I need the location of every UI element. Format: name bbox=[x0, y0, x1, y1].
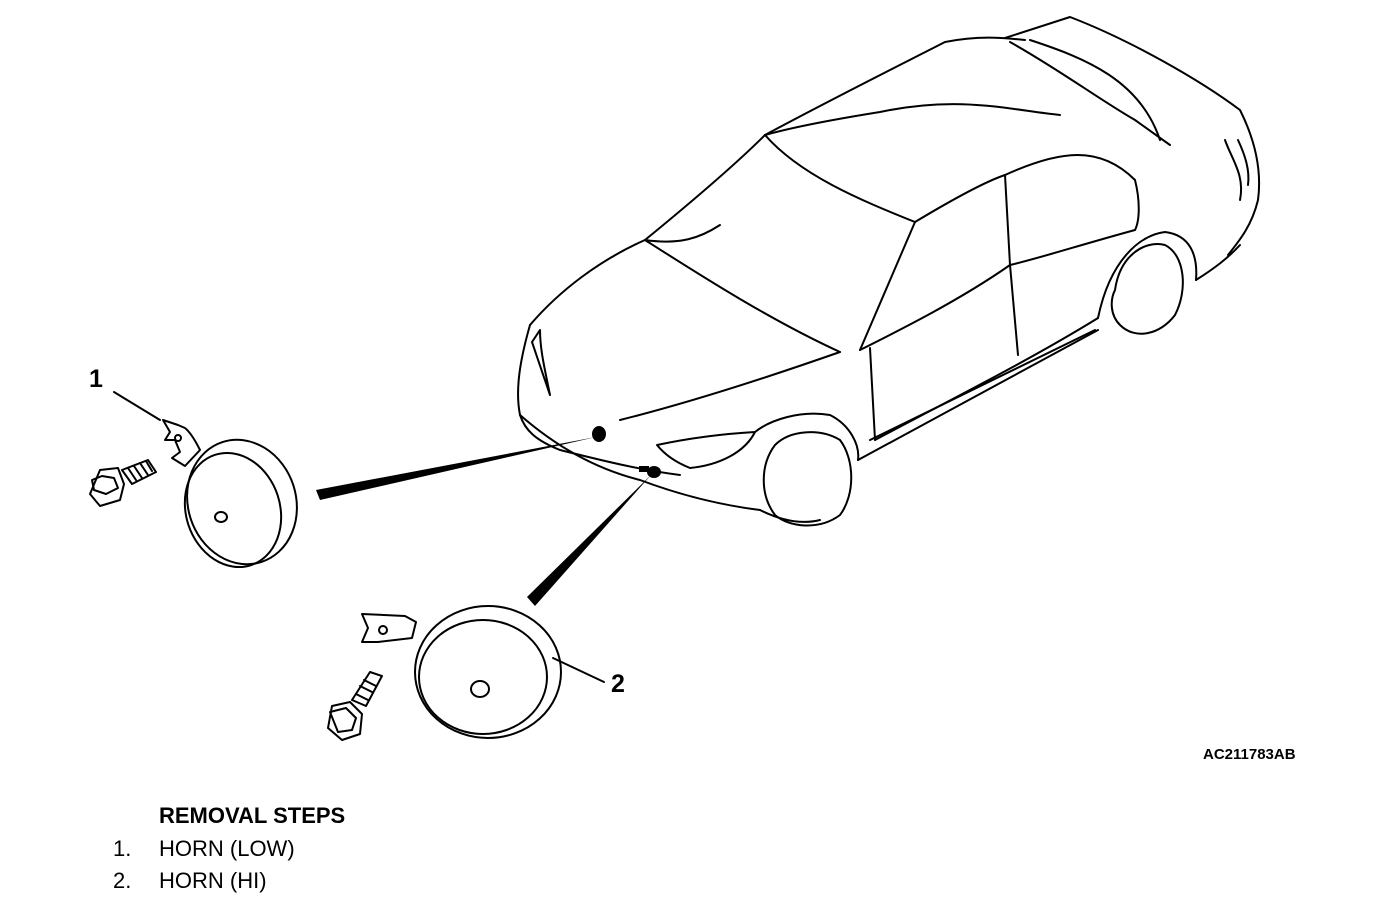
removal-steps-heading: REMOVAL STEPS bbox=[159, 803, 346, 828]
removal-step-1: 1. HORN (LOW) bbox=[113, 836, 295, 862]
car-outline bbox=[517, 16, 1261, 527]
removal-step-2: 2. HORN (HI) bbox=[113, 868, 267, 894]
leader-wedges bbox=[316, 437, 651, 606]
callout-number-1: 1 bbox=[89, 365, 103, 393]
step-label: HORN (HI) bbox=[159, 868, 267, 893]
callout-number-2: 2 bbox=[611, 670, 625, 698]
horn-mount-points bbox=[592, 426, 661, 478]
step-number: 2. bbox=[113, 868, 132, 893]
figure-code: AC211783AB bbox=[1203, 746, 1296, 763]
horn-low-illustration bbox=[89, 391, 298, 569]
step-label: HORN (LOW) bbox=[159, 836, 295, 861]
step-number: 1. bbox=[113, 836, 132, 861]
horn-hi-illustration bbox=[327, 605, 605, 741]
